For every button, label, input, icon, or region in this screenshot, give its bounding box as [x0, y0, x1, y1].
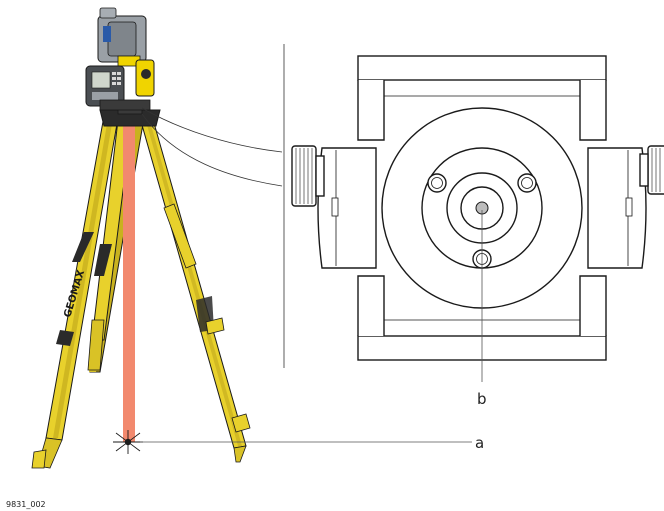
footscrew-right: [639, 145, 664, 195]
callout-label-b: b: [477, 390, 487, 408]
callout-label-a: a: [475, 434, 484, 452]
tripod-illustration: GEOMAX: [31, 7, 251, 469]
tribrach-detail-view: [291, 55, 664, 361]
callout-lines: [140, 210, 483, 443]
tripod-leg-left: [31, 115, 119, 469]
tripod-leg-right: [139, 115, 251, 463]
ground-point-marker: [113, 430, 143, 454]
total-station: [85, 7, 155, 111]
tripod-leg-front: [87, 119, 133, 371]
laser-plummet-beam: [123, 126, 135, 442]
footscrew-left: [291, 145, 325, 207]
instrument-keypad: [92, 72, 121, 100]
instrument-display: [91, 71, 111, 89]
figure-id: 9831_002: [6, 500, 46, 509]
zoom-connector-lines: [141, 44, 285, 368]
